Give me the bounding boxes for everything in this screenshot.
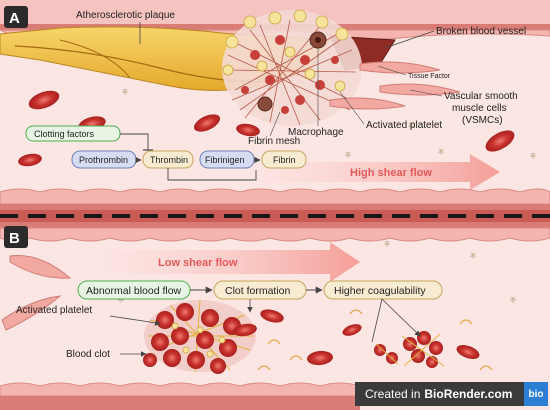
label-vsmc-3: (VSMCs) (462, 115, 503, 126)
rbc (485, 130, 515, 152)
elongated-cells-b (1, 254, 72, 331)
rbc (260, 309, 284, 323)
rbc (456, 345, 480, 359)
rbc-group-a (18, 90, 515, 167)
biorender-credit-badge[interactable]: Created in BioRender.com bio (355, 382, 548, 406)
clotting-factors-label: Clotting factors (34, 129, 95, 139)
rbc (307, 350, 333, 366)
panel-b-letter: B (9, 230, 20, 247)
fibrinogen-label: Fibrinigen (205, 155, 245, 165)
label-broken-blood-vessel: Broken blood vessel (436, 26, 526, 37)
vessel-wall-top-b (0, 222, 550, 228)
rbc (342, 324, 362, 336)
label-macrophage: Macrophage (288, 127, 344, 138)
pill-fibrin (261, 150, 307, 169)
platelets-a (122, 88, 536, 159)
label-vsmc-2: muscle cells (452, 103, 506, 114)
thrombin-to-fibrin-path (167, 168, 257, 181)
leader-vsmc (409, 89, 443, 97)
credit-created-in: Created in (365, 387, 421, 401)
panel-b-badge (4, 226, 28, 248)
leader-activated-platelet-a (339, 91, 365, 125)
rbc (18, 153, 42, 167)
high-shear-arrow (250, 154, 500, 190)
panel-a: High shear flow A Atherosclerotic plaque… (0, 0, 550, 214)
label-fibrin-mesh: Fibrin mesh (248, 136, 300, 147)
arrows-coagulability-clusters (371, 298, 420, 343)
fibrin-mesh-cluster (222, 9, 362, 126)
vsmc-cells (329, 61, 461, 110)
rbc-group-b (233, 309, 480, 366)
high-shear-flow-label: High shear flow (350, 167, 432, 179)
blood-clot-cluster (143, 299, 256, 374)
label-activated-platelet-b: Activated platelet (16, 305, 92, 316)
fibrin-strands-b (257, 309, 493, 371)
pill-clotting-factors (25, 125, 121, 142)
clot-formation-label: Clot formation (225, 285, 291, 297)
pill-fibrinogen (199, 150, 255, 169)
endothelium-bottom-a (0, 188, 550, 205)
label-atherosclerotic-plaque: Atherosclerotic plaque (76, 10, 175, 21)
label-blood-clot: Blood clot (66, 349, 110, 360)
rbc (236, 123, 260, 137)
platelets-b (118, 240, 516, 303)
low-shear-flow-label: Low shear flow (158, 257, 238, 269)
label-activated-platelet-a: Activated platelet (366, 120, 442, 131)
endothelium-top-b (0, 227, 550, 242)
abnormal-blood-flow-label: Abnormal blood flow (86, 285, 182, 297)
coagulation-clusters-b (374, 331, 445, 368)
vessel-wall-bottom-a (0, 204, 550, 210)
pill-higher-coagulability (323, 280, 443, 300)
leader-fibrin-mesh (269, 111, 281, 137)
leader-activated-platelet-b (109, 315, 161, 326)
credit-brand: BioRender.com (424, 387, 513, 401)
prothrombin-label: Prothrombin (79, 155, 128, 165)
leader-broken-vessel (384, 30, 435, 49)
label-vsmc-1: Vascular smooth (444, 91, 518, 102)
separator-band (0, 210, 550, 222)
low-shear-arrow (100, 242, 360, 282)
endothelium-bottom-b (0, 382, 361, 397)
higher-coagulability-label: Higher coagulability (334, 285, 426, 297)
vessel-wall-bottom-b (0, 396, 360, 410)
biorender-logo-icon: bio (524, 382, 548, 406)
plaque-streak-2 (59, 39, 131, 79)
thrombin-label: Thrombin (150, 155, 188, 165)
leader-tissue-factor (377, 65, 407, 76)
label-tissue-factor: Tissue Factor (408, 73, 451, 80)
panel-b: B Low shear flow (0, 222, 550, 410)
rbc (233, 323, 257, 337)
panel-a-badge (4, 6, 28, 28)
rbc (193, 114, 221, 132)
fibrin-label: Fibrin (273, 155, 296, 165)
panel-a-letter: A (9, 10, 20, 27)
inhibit-line-clotting (120, 133, 149, 150)
rbc (28, 90, 60, 110)
